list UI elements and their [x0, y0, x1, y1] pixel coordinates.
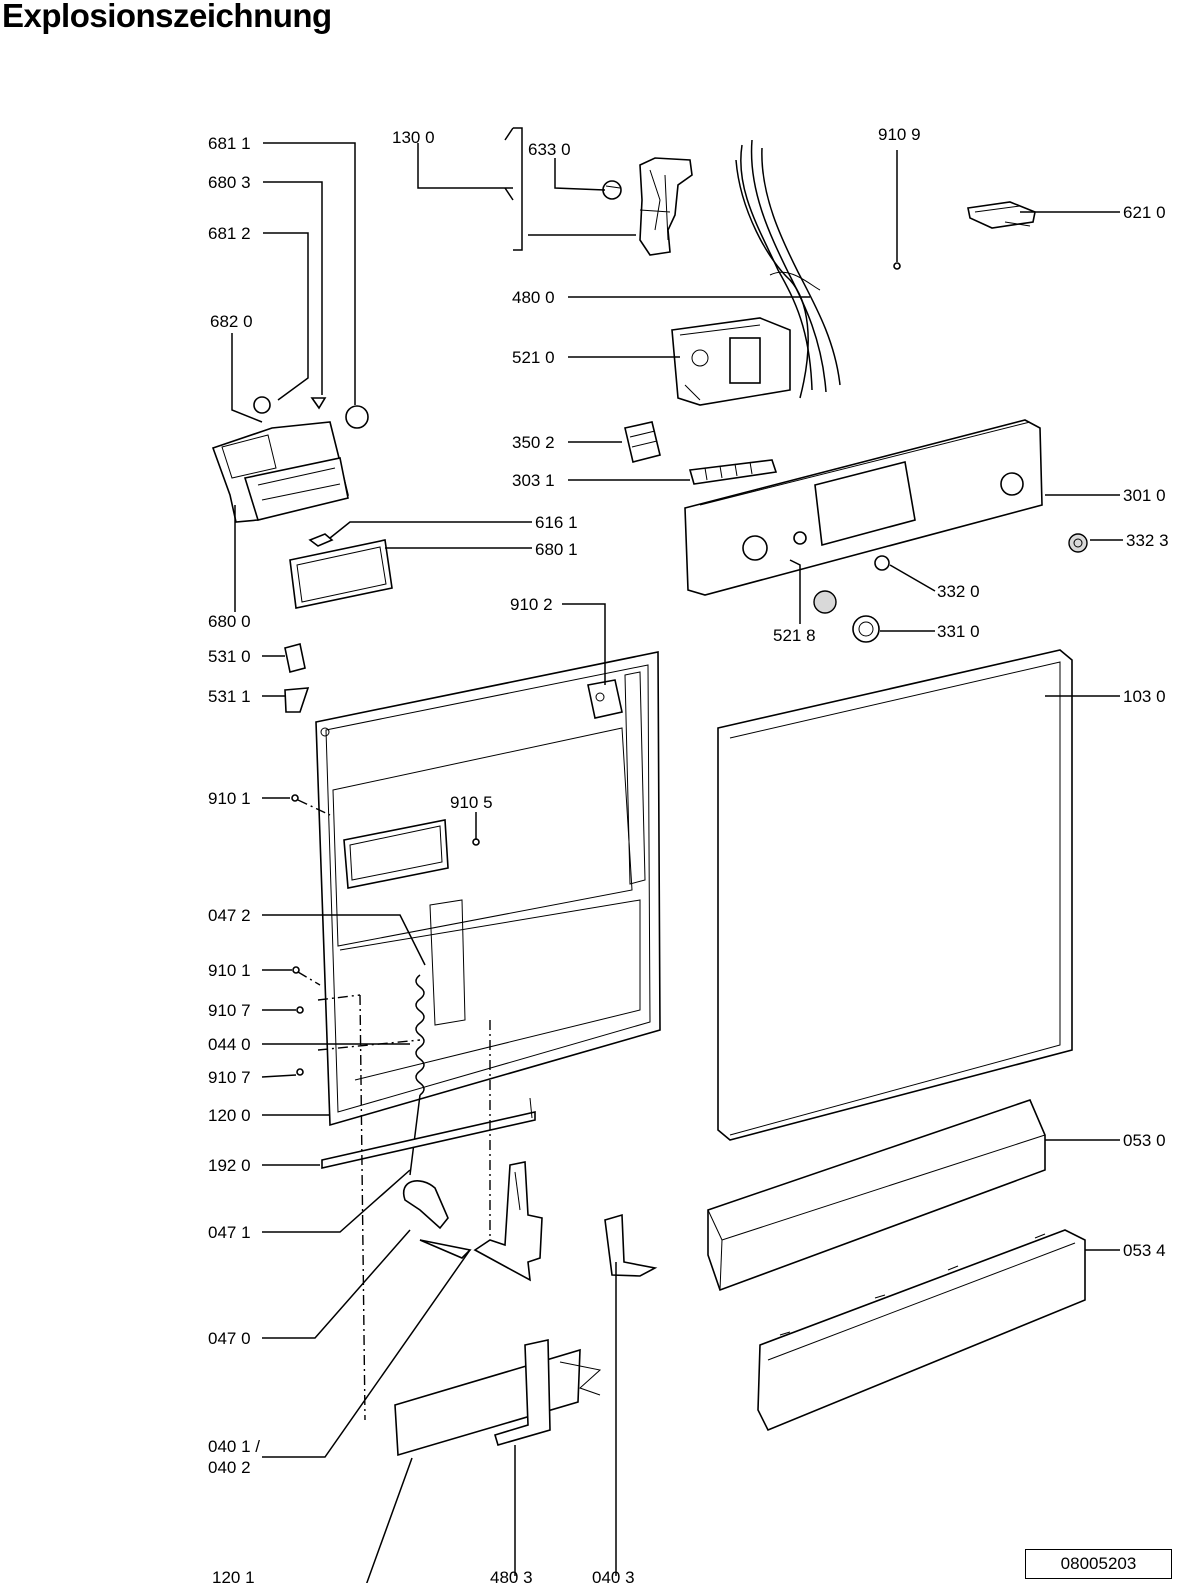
label-6820: 682 0 [210, 312, 253, 331]
lower-panel [394, 1339, 602, 1457]
label-9105: 910 5 [450, 793, 493, 812]
label-9109: 910 9 [878, 125, 921, 144]
label-6210: 621 0 [1123, 203, 1166, 222]
label-0530: 053 0 [1123, 1131, 1166, 1150]
label-3310: 331 0 [937, 622, 980, 641]
label-6812: 681 2 [208, 224, 251, 243]
label-0440: 044 0 [208, 1035, 251, 1054]
label-6803: 680 3 [208, 173, 251, 192]
label-0402: 040 2 [208, 1458, 251, 1477]
label-6161: 616 1 [535, 513, 578, 532]
button-strip [688, 459, 778, 485]
label-0534: 053 4 [1123, 1241, 1166, 1260]
switch-parts [813, 555, 890, 643]
label-5311: 531 1 [208, 687, 251, 706]
bracket-0403 [604, 1213, 658, 1277]
label-9102: 910 2 [510, 595, 553, 614]
label-0472: 047 2 [208, 906, 251, 925]
label-6801: 680 1 [535, 540, 578, 559]
door-strip [321, 1110, 536, 1170]
label-3323: 332 3 [1126, 531, 1169, 550]
door-lock-assembly [602, 157, 693, 256]
label-0470: 047 0 [208, 1329, 251, 1348]
label-6800: 680 0 [208, 612, 251, 631]
label-3502: 350 2 [512, 433, 555, 452]
cable-harness [735, 139, 841, 399]
control-module [671, 317, 791, 406]
centerline-horizontal [317, 994, 421, 1051]
label-6811: 681 1 [208, 134, 251, 153]
parts-531 [284, 643, 310, 713]
label-3031: 303 1 [512, 471, 555, 490]
diagram-title: Explosionszeichnung [2, 0, 332, 34]
door-spring [409, 974, 425, 1176]
part-3502 [624, 421, 661, 463]
label-5210: 521 0 [512, 348, 555, 367]
label-1030: 103 0 [1123, 687, 1166, 706]
hinge-bracket [473, 1161, 543, 1282]
label-6330: 633 0 [528, 140, 571, 159]
inner-door-panel [315, 651, 661, 1127]
centerline-left [359, 994, 366, 1421]
dispenser-gasket [289, 539, 393, 609]
label-5218: 521 8 [773, 626, 816, 645]
document-number-box: 08005203 [1025, 1549, 1172, 1579]
label-0471: 047 1 [208, 1223, 251, 1242]
control-panel [684, 419, 1043, 596]
spring-hooks [402, 1180, 472, 1259]
label-4803: 480 3 [490, 1568, 533, 1583]
label-1201: 120 1 [212, 1568, 255, 1583]
label-9101-bottom: 910 1 [208, 961, 251, 980]
screw-9109 [893, 262, 901, 270]
label-1300: 130 0 [392, 128, 435, 147]
leader-lines [231, 127, 1123, 1583]
toe-kick [707, 1099, 1046, 1292]
label-3320: 332 0 [937, 582, 980, 601]
label-9107-top: 910 7 [208, 1001, 251, 1020]
label-1200: 120 0 [208, 1106, 251, 1125]
part-labels: 681 1 680 3 681 2 682 0 130 0 633 0 910 … [208, 125, 1169, 1583]
label-4800: 480 0 [512, 288, 555, 307]
toe-kick-cover [757, 1229, 1086, 1432]
outer-door-panel [717, 649, 1073, 1141]
knob-3323 [1068, 533, 1088, 553]
label-5310: 531 0 [208, 647, 251, 666]
part-6210 [967, 201, 1036, 229]
label-0401: 040 1 / [208, 1437, 260, 1456]
label-9107-bottom: 910 7 [208, 1068, 251, 1087]
label-3010: 301 0 [1123, 486, 1166, 505]
label-0403: 040 3 [592, 1568, 635, 1583]
screw-axis-lines [297, 799, 331, 986]
label-9101-top: 910 1 [208, 789, 251, 808]
label-1920: 192 0 [208, 1156, 251, 1175]
detergent-dispenser [211, 396, 369, 547]
